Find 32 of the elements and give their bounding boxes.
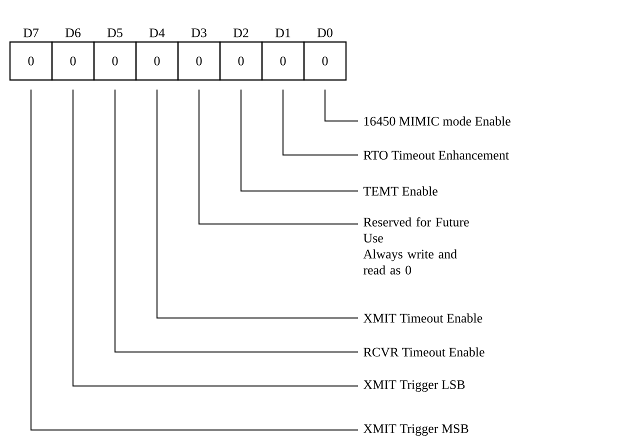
bit-cell: 0 D7 — [9, 28, 53, 81]
bit-cell: 0 D1 — [261, 28, 305, 81]
node-label: D3 — [191, 28, 206, 38]
bit-cell: 0 D6 — [51, 28, 95, 81]
bit-cell: 0 D0 — [303, 28, 347, 81]
leader-line — [240, 89, 358, 192]
leader-line — [282, 89, 358, 156]
field-description: XMIT Trigger LSB — [364, 380, 465, 392]
leader-line — [156, 89, 358, 318]
bit-cell: 0 D2 — [219, 28, 263, 81]
node-label: D2 — [233, 28, 248, 38]
field-description: 16450 MIMIC mode Enable — [364, 116, 510, 126]
node-label: D4 — [149, 28, 165, 38]
leader-line — [72, 89, 358, 386]
field-description: XMIT Timeout Enable — [364, 313, 482, 323]
bit-cell: 0 D4 — [135, 28, 179, 81]
field-description: RTO Timeout Enhancement — [364, 150, 509, 160]
node-label: D0 — [317, 28, 332, 38]
node-label: D7 — [23, 28, 39, 38]
field-description: RCVR Timeout Enable — [364, 347, 484, 357]
node-label: D5 — [107, 28, 122, 38]
leader-line — [198, 89, 358, 224]
field-description: XMIT Trigger MSB — [364, 424, 468, 436]
leader-line — [30, 89, 358, 430]
node-label: D1 — [275, 28, 290, 38]
node-label: D6 — [65, 28, 81, 38]
bit-cell: 0 D5 — [93, 28, 137, 81]
leader-line — [324, 89, 358, 122]
field-description: Reserved for Future Use Always write and read as 0 — [363, 217, 469, 274]
bit-cell: 0 D3 — [177, 28, 221, 81]
leader-line — [114, 89, 358, 352]
field-description: TEMT Enable — [363, 186, 438, 196]
